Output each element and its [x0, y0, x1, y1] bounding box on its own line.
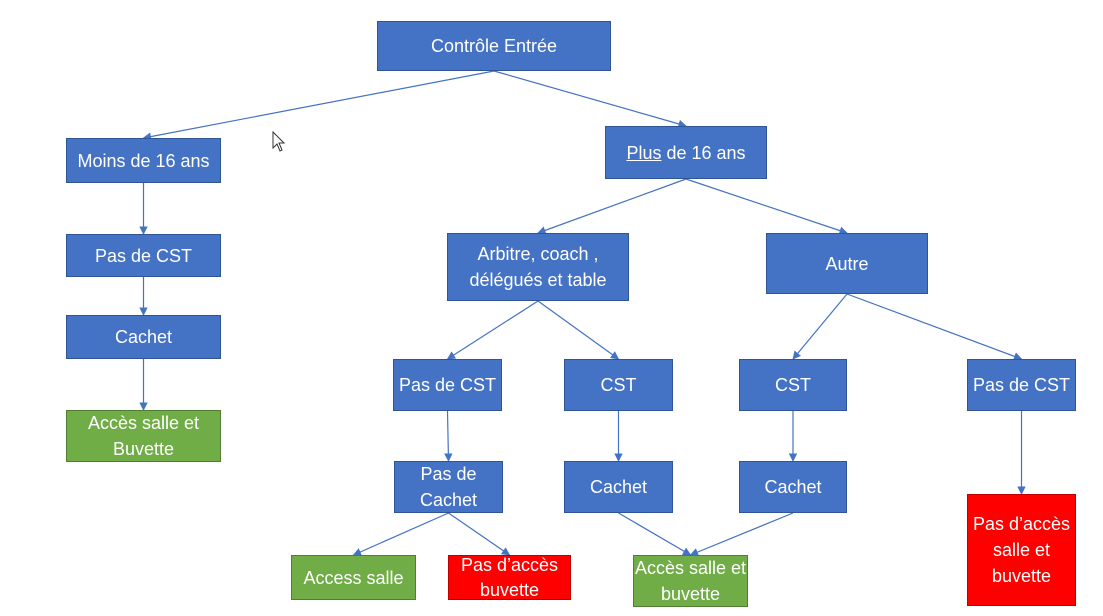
node-pas-de-cachet: Pas de Cachet — [394, 461, 503, 513]
node-moins-de-16-ans: Moins de 16 ans — [66, 138, 221, 183]
node-left-pas-de-cst: Pas de CST — [66, 234, 221, 277]
node-arbitre-cst: CST — [564, 359, 673, 411]
mouse-pointer-icon — [272, 131, 286, 152]
connector-autre_cachet-to-acces_salle_buvette — [689, 512, 794, 557]
node-left-cachet: Cachet — [66, 315, 221, 359]
node-autre: Autre — [766, 233, 928, 294]
connector-arbitre-to-arb_pas_cst — [446, 300, 539, 360]
connector-plus16-to-arbitre — [537, 178, 687, 235]
connector-autre-to-autre_pas_cst — [846, 293, 1023, 361]
connector-pas_cachet-to-access_salle — [352, 512, 449, 556]
node-arbitre-cachet: Cachet — [564, 461, 673, 513]
connector-autre-to-autre_cst — [792, 293, 848, 360]
node-acces-salle-et-buvette: Accès salle et buvette — [633, 555, 748, 607]
connector-pas_cachet-to-pas_acces_buvette — [448, 512, 511, 556]
node-access-salle: Access salle — [291, 555, 416, 600]
connector-arb_cachet-to-acces_salle_buvette — [618, 512, 692, 556]
node-pas-acces-buvette: Pas d’accès buvette — [448, 555, 571, 600]
node-arbitre-pas-de-cst: Pas de CST — [393, 359, 502, 411]
node-arbitre-coach-delegues-table: Arbitre, coach , délégués et table — [447, 233, 629, 301]
node-autre-cst: CST — [739, 359, 847, 411]
node-autre-pas-de-cst: Pas de CST — [967, 359, 1076, 411]
connector-root-to-plus16 — [493, 70, 687, 128]
node-pas-acces-salle-et-buvette: Pas d’accès salle et buvette — [967, 494, 1076, 606]
connector-arbitre-to-arb_cst — [537, 300, 620, 360]
node-left-acces-salle-et-buvette: Accès salle et Buvette — [66, 410, 221, 462]
node-plus-de-16-ans: Plus de 16 ans — [605, 126, 767, 179]
node-controle-entree: Contrôle Entrée — [377, 21, 611, 71]
connector-arb_pas_cst-to-pas_cachet — [444, 410, 453, 462]
node-autre-cachet: Cachet — [739, 461, 847, 513]
connector-plus16-to-autre — [685, 178, 848, 235]
connector-root-to-moins16 — [142, 70, 495, 141]
